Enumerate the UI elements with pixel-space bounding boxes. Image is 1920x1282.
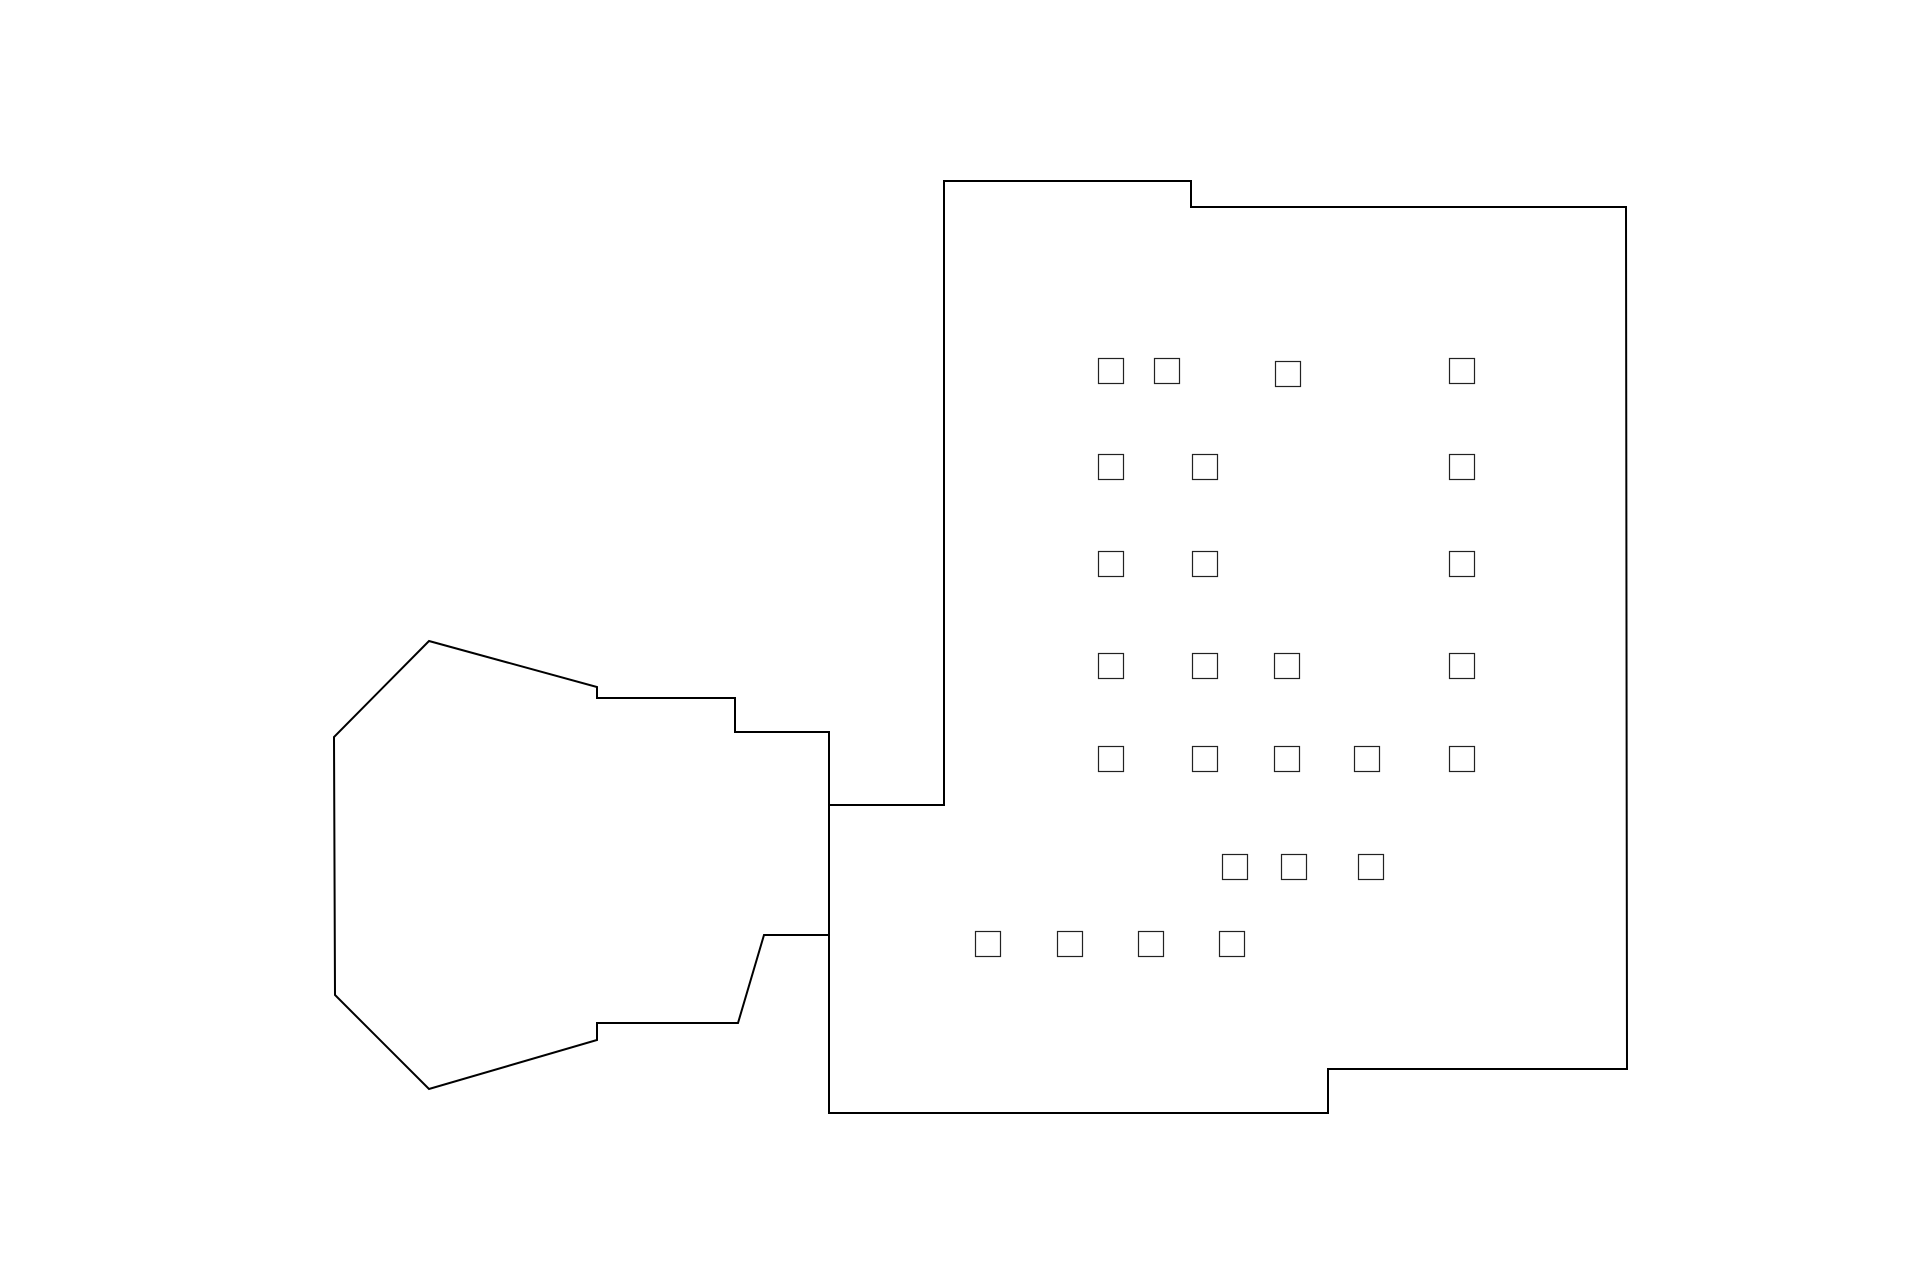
column-marker <box>1056 930 1084 958</box>
column-marker <box>1097 652 1125 680</box>
column-marker <box>1153 357 1181 385</box>
column-marker <box>1137 930 1165 958</box>
column-marker <box>1221 853 1249 881</box>
column-marker <box>1273 652 1301 680</box>
main-building-outline <box>828 180 1629 1114</box>
column-marker <box>1273 745 1301 773</box>
column-marker <box>1097 357 1125 385</box>
west-wing-outline <box>332 639 830 1091</box>
column-marker <box>1448 652 1476 680</box>
column-marker <box>1274 360 1302 388</box>
column-marker <box>1448 745 1476 773</box>
column-marker <box>1448 357 1476 385</box>
column-marker <box>1097 550 1125 578</box>
column-marker <box>1191 453 1219 481</box>
column-grid <box>974 357 1476 958</box>
column-marker <box>1448 550 1476 578</box>
column-marker <box>1097 453 1125 481</box>
column-marker <box>1448 453 1476 481</box>
column-marker <box>1191 745 1219 773</box>
column-marker <box>1357 853 1385 881</box>
column-marker <box>974 930 1002 958</box>
column-marker <box>1191 550 1219 578</box>
column-marker <box>1191 652 1219 680</box>
column-marker <box>1280 853 1308 881</box>
column-marker <box>1097 745 1125 773</box>
column-marker <box>1353 745 1381 773</box>
column-marker <box>1218 930 1246 958</box>
